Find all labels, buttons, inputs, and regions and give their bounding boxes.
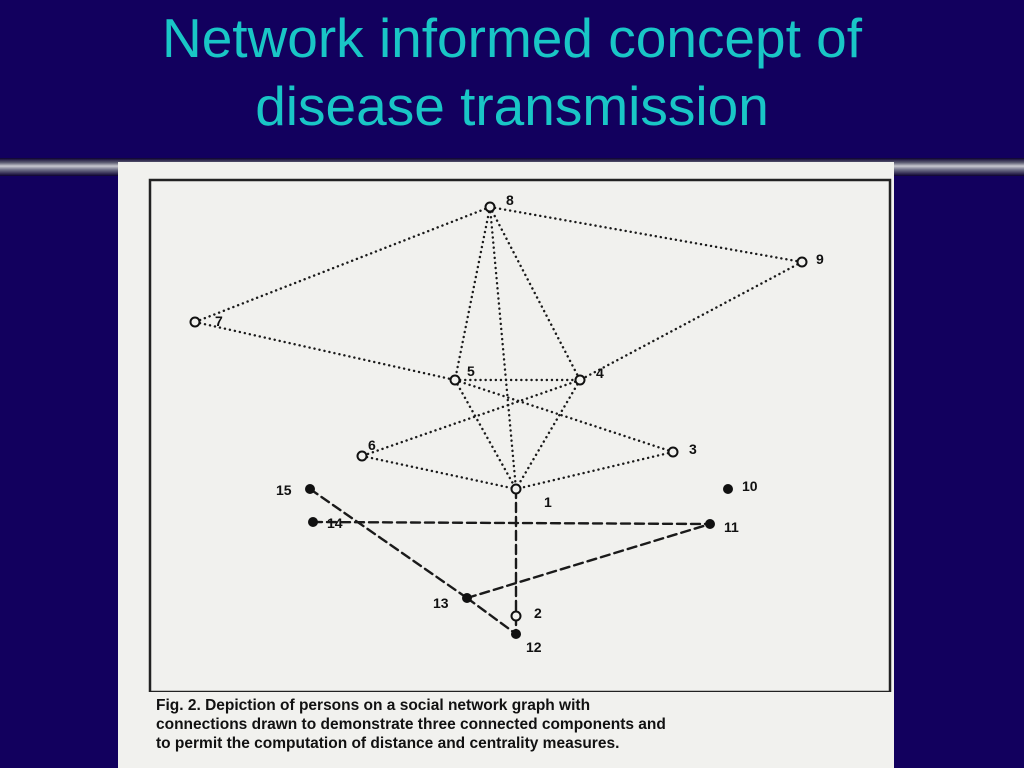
node-14: [308, 517, 318, 527]
node-label-9: 9: [816, 251, 824, 267]
edge-8-4: [488, 205, 582, 382]
edge-13-12: [465, 596, 518, 636]
node-7: [189, 316, 201, 328]
node-label-14: 14: [327, 515, 343, 531]
node-3: [667, 446, 679, 458]
node-label-11: 11: [724, 519, 739, 535]
caption-line-1: Fig. 2. Depiction of persons on a social…: [156, 697, 591, 714]
node-label-1: 1: [544, 494, 552, 510]
node-4: [574, 374, 586, 386]
node-label-13: 13: [433, 595, 449, 611]
node-label-3: 3: [689, 441, 697, 457]
edge-8-5: [453, 205, 492, 382]
node-label-7: 7: [215, 313, 223, 329]
figure-panel: 8 9 7 5 4 6 3 1 15 14 10 11 13 2 12 Fig. 2. Depiction …: [118, 162, 894, 768]
node-label-15: 15: [276, 482, 292, 498]
network-graph: 8 9 7 5 4 6 3 1 15 14 10 11 13 2 12: [148, 178, 892, 692]
node-label-12: 12: [526, 639, 542, 655]
edges-layer: [193, 205, 804, 636]
edge-8-7: [193, 205, 492, 324]
edge-5-3: [453, 378, 675, 454]
node-label-2: 2: [534, 605, 542, 621]
edge-4-1: [514, 378, 582, 491]
node-5: [449, 374, 461, 386]
slide-title-line-2: disease transmission: [255, 75, 769, 137]
figure-frame: [148, 178, 892, 692]
caption-line-3: to permit the computation of distance an…: [156, 735, 620, 752]
node-6: [356, 450, 368, 462]
node-label-5: 5: [467, 363, 475, 379]
node-13: [462, 593, 472, 603]
node-9: [796, 256, 808, 268]
node-15: [305, 484, 315, 494]
node-11: [705, 519, 715, 529]
node-1: [510, 483, 522, 495]
edge-9-4: [578, 260, 804, 382]
edge-15-13: [308, 487, 469, 600]
nodes-layer: 8 9 7 5 4 6 3 1 15 14 10 11 13 2 12: [189, 192, 824, 655]
figure-caption: Fig. 2. Depiction of persons on a social…: [156, 696, 886, 753]
slide-title: Network informed concept of disease tran…: [0, 4, 1024, 140]
edge-6-1: [360, 454, 518, 491]
edge-13-11: [465, 522, 712, 600]
caption-line-2: connections drawn to demonstrate three c…: [156, 716, 666, 733]
slide-title-line-1: Network informed concept of: [161, 7, 863, 69]
node-label-10: 10: [742, 478, 758, 494]
edge-8-1: [488, 205, 518, 491]
edge-8-9: [488, 205, 804, 264]
node-10: [723, 484, 733, 494]
node-label-4: 4: [596, 365, 604, 381]
node-label-6: 6: [368, 437, 376, 453]
edge-14-11: [311, 520, 712, 526]
node-12: [511, 629, 521, 639]
edge-4-6: [360, 378, 582, 458]
node-2: [510, 610, 522, 622]
node-8: [484, 201, 496, 213]
edge-5-1: [453, 378, 518, 491]
edge-3-1: [514, 450, 675, 491]
edge-7-5: [193, 320, 457, 382]
node-label-8: 8: [506, 192, 514, 208]
